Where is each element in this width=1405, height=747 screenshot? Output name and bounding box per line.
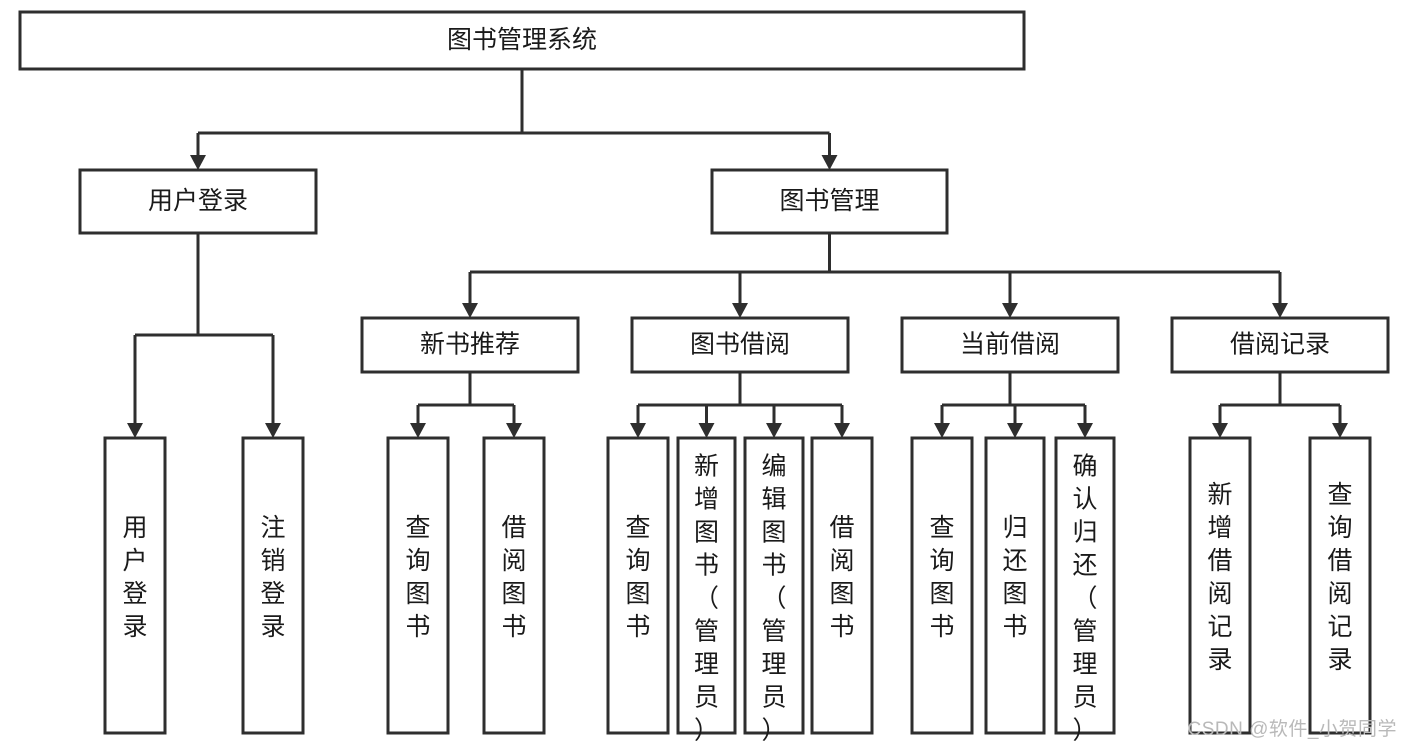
node-box-confirm-return-admin: [1054, 436, 1116, 735]
node-label-user-login-do: 用户登录: [122, 514, 147, 641]
node-label-confirm-return-admin: 确认归还（管理员）: [1072, 453, 1097, 745]
node-query-borrow-record[interactable]: 查询借阅记录: [1308, 436, 1372, 735]
to-borrow-record-arrowhead: [1272, 303, 1288, 318]
node-label-add-book-admin: 新增图书（管理员）: [694, 453, 719, 745]
to-new-book-recommend-arrowhead: [462, 303, 478, 318]
to-query-book-1-arrowhead: [410, 423, 426, 438]
node-label-edit-book-admin: 编辑图书（管理员）: [761, 453, 786, 745]
to-query-book-3-arrowhead: [934, 423, 950, 438]
node-user-login[interactable]: 用户登录: [78, 168, 318, 235]
node-box-return-book: [984, 436, 1046, 735]
node-box-root: [18, 10, 1026, 71]
node-query-book-2[interactable]: 查询图书: [606, 436, 670, 735]
node-label-query-borrow-record: 查询借阅记录: [1327, 481, 1352, 674]
node-user-login-do[interactable]: 用户登录: [103, 436, 167, 735]
node-box-user-login: [78, 168, 318, 235]
node-borrow-record[interactable]: 借阅记录: [1170, 316, 1390, 374]
node-add-borrow-record[interactable]: 新增借阅记录: [1188, 436, 1252, 735]
to-user-logout-arrowhead: [265, 423, 281, 438]
to-confirm-return-admin-arrowhead: [1077, 423, 1093, 438]
node-box-book-manage: [710, 168, 949, 235]
node-label-current-borrow: 当前借阅: [960, 331, 1060, 359]
node-label-query-book-2: 查询图书: [625, 514, 650, 641]
node-box-borrow-record: [1170, 316, 1390, 374]
node-label-query-book-3: 查询图书: [929, 514, 954, 641]
node-label-add-borrow-record: 新增借阅记录: [1207, 481, 1232, 674]
to-book-manage-arrowhead: [821, 155, 838, 170]
node-label-query-book-1: 查询图书: [405, 514, 430, 641]
node-box-current-borrow: [900, 316, 1120, 374]
to-borrow-book-1-arrowhead: [506, 423, 522, 438]
node-user-logout[interactable]: 注销登录: [241, 436, 305, 735]
to-return-book-arrowhead: [1007, 423, 1023, 438]
node-borrow-book-1[interactable]: 借阅图书: [482, 436, 546, 735]
node-label-return-book: 归还图书: [1002, 514, 1027, 641]
node-box-add-borrow-record: [1188, 436, 1252, 735]
to-book-borrow-arrowhead: [732, 303, 748, 318]
to-query-borrow-record-arrowhead: [1332, 423, 1348, 438]
node-label-borrow-record: 借阅记录: [1230, 331, 1330, 359]
node-box-query-book-1: [386, 436, 450, 735]
to-user-login-do-arrowhead: [127, 423, 143, 438]
node-label-new-book-recommend: 新书推荐: [420, 331, 520, 359]
node-edit-book-admin[interactable]: 编辑图书（管理员）: [743, 436, 805, 745]
node-box-query-borrow-record: [1308, 436, 1372, 735]
node-new-book-recommend[interactable]: 新书推荐: [360, 316, 580, 374]
node-query-book-1[interactable]: 查询图书: [386, 436, 450, 735]
node-box-query-book-3: [910, 436, 974, 735]
node-box-new-book-recommend: [360, 316, 580, 374]
to-add-book-admin-arrowhead: [698, 423, 715, 438]
connectors-layer: [127, 69, 1348, 438]
node-box-borrow-book-1: [482, 436, 546, 735]
to-query-book-2-arrowhead: [630, 423, 646, 438]
nodes-layer: 图书管理系统用户登录图书管理新书推荐图书借阅当前借阅借阅记录用户登录注销登录查询…: [18, 10, 1390, 745]
node-label-user-logout: 注销登录: [260, 514, 285, 641]
node-current-borrow[interactable]: 当前借阅: [900, 316, 1120, 374]
node-box-user-login-do: [103, 436, 167, 735]
to-add-borrow-record-arrowhead: [1212, 423, 1228, 438]
to-borrow-book-2-arrowhead: [834, 423, 850, 438]
node-book-manage[interactable]: 图书管理: [710, 168, 949, 235]
node-box-edit-book-admin: [743, 436, 805, 735]
node-box-query-book-2: [606, 436, 670, 735]
node-box-book-borrow: [630, 316, 850, 374]
node-query-book-3[interactable]: 查询图书: [910, 436, 974, 735]
node-label-borrow-book-1: 借阅图书: [501, 514, 526, 641]
node-root[interactable]: 图书管理系统: [18, 10, 1026, 71]
node-box-borrow-book-2: [810, 436, 874, 735]
node-borrow-book-2[interactable]: 借阅图书: [810, 436, 874, 735]
node-label-borrow-book-2: 借阅图书: [829, 514, 854, 641]
node-label-root: 图书管理系统: [447, 26, 597, 54]
node-box-user-logout: [241, 436, 305, 735]
node-add-book-admin[interactable]: 新增图书（管理员）: [676, 436, 737, 745]
node-label-book-borrow: 图书借阅: [690, 331, 790, 359]
to-user-login-arrowhead: [190, 155, 206, 170]
node-confirm-return-admin[interactable]: 确认归还（管理员）: [1054, 436, 1116, 745]
to-current-borrow-arrowhead: [1002, 303, 1018, 318]
to-edit-book-admin-arrowhead: [766, 423, 782, 438]
node-return-book[interactable]: 归还图书: [984, 436, 1046, 735]
node-book-borrow[interactable]: 图书借阅: [630, 316, 850, 374]
node-label-user-login: 用户登录: [148, 187, 248, 215]
node-box-add-book-admin: [676, 436, 737, 735]
watermark-text: CSDN @软件_小贺同学: [1187, 719, 1397, 740]
node-label-book-manage: 图书管理: [779, 187, 879, 215]
